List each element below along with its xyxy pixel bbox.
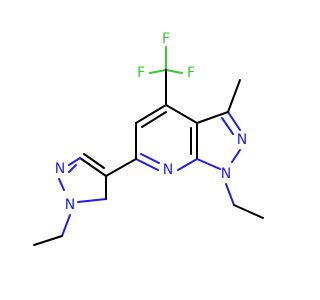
bond-c7a-n7: [177, 158, 198, 171]
molecule-structure-diagram: F F F N N N N N: [0, 0, 300, 300]
bond-c5-c4-double: [141, 111, 167, 128]
fluorine-right-label: F: [187, 65, 195, 81]
bond-n7-c6: [135, 158, 159, 171]
bond-cf3-to-f-left: [149, 69, 167, 74]
bond-pyrazole-c5-n1: [68, 157, 81, 166]
bond-pyrazole-n1-n2: [58, 178, 65, 191]
bond-cf3-to-f-right: [165, 69, 183, 74]
bond-c4-c3a: [165, 104, 198, 124]
bond-pyrazole-n-ethyl-ch2: [61, 214, 71, 237]
bond-pyrazole-c5-c4-double: [83, 153, 105, 169]
pyrazolo-n1-label: N: [221, 166, 231, 182]
bond-c3-n2: [227, 111, 241, 131]
fluorine-left-label: F: [137, 65, 145, 81]
diagram-background: [0, 0, 300, 300]
bond-n7-c6-double: [140, 153, 160, 164]
bond-n2-n1: [231, 149, 241, 163]
bond-c3-n2-double: [221, 117, 234, 135]
bond-n1-c7a: [196, 158, 221, 170]
bond-c3a-c3: [196, 111, 229, 124]
bond-pyrazole-ethyl-ch2-ch3: [33, 235, 63, 246]
pyrazolo-n2-label: N: [237, 132, 247, 148]
fluorine-top-label: F: [162, 31, 170, 47]
bond-pyrazole-c4-c5: [79, 157, 107, 177]
bond-c3-methyl: [227, 79, 241, 113]
bond-c5-c4: [135, 104, 167, 124]
bond-ethyl-ch2-ch3: [233, 204, 264, 219]
pyrazole-n-top-label: N: [55, 161, 65, 177]
bond-n1-ethyl-ch2: [225, 183, 235, 206]
bond-pyrazole-n2-c3: [77, 198, 107, 203]
bond-c6-pyrazole-c4: [105, 158, 137, 177]
pyrazole-n-bottom-label: N: [65, 197, 75, 213]
bond-pyrazole-n1-c5-double: [68, 164, 77, 173]
pyridine-nitrogen-label: N: [163, 162, 173, 178]
